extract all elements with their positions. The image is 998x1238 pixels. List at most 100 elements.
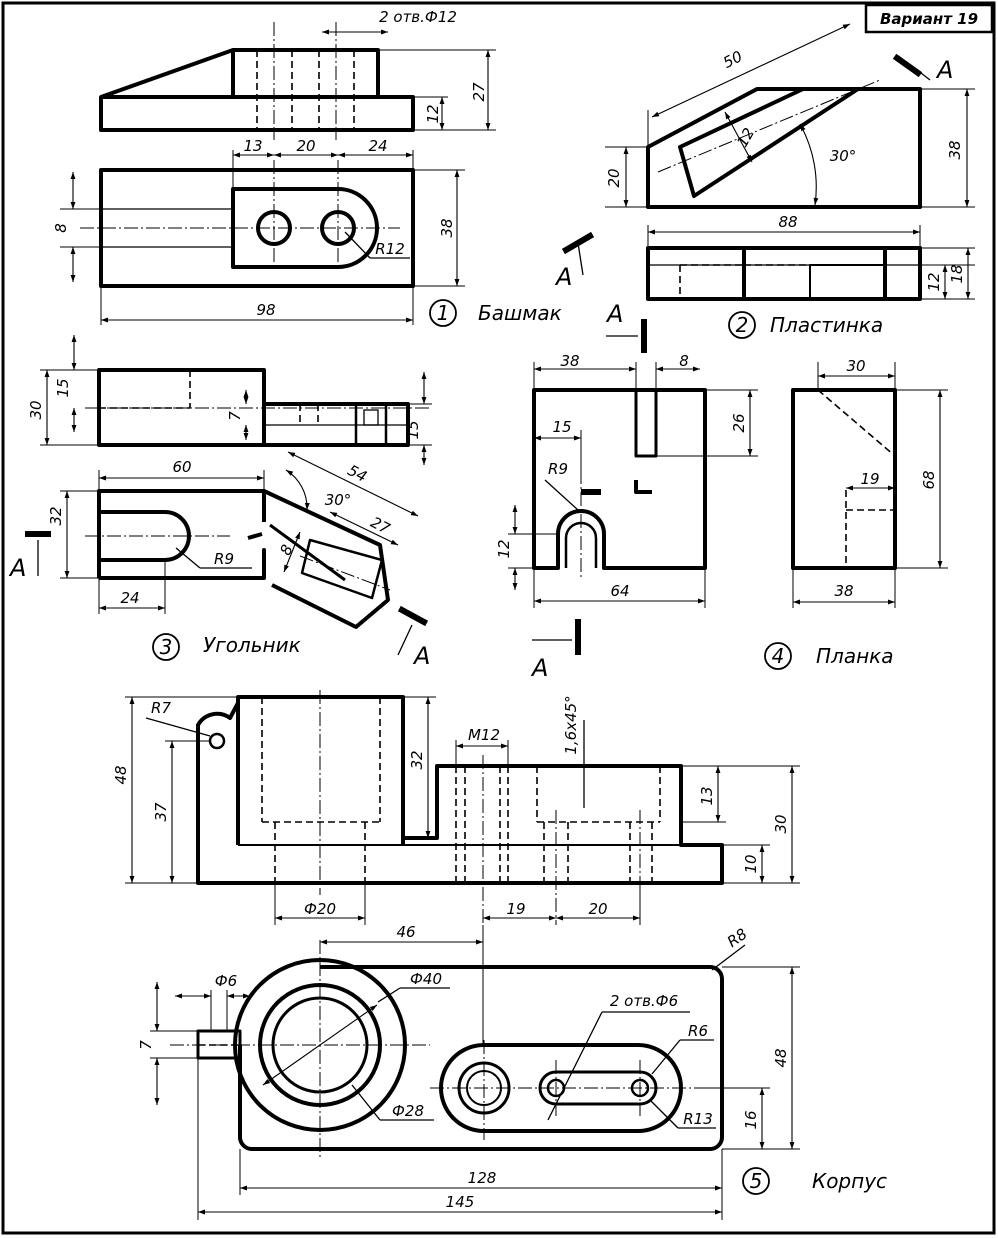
part2-dim-12 bbox=[724, 111, 753, 163]
part5-korpus: 48 37 R7 32 M12 1,6х45° 13 30 10 bbox=[112, 690, 887, 1220]
part2-top-outline bbox=[646, 246, 922, 301]
part3-dim-8-text: 8 bbox=[276, 542, 296, 558]
part5-dim-d40-line bbox=[262, 1004, 378, 1086]
part1-dim-27-text: 27 bbox=[470, 82, 488, 102]
part5-dim-chamfer-text: 1,6х45° bbox=[562, 695, 580, 754]
part4-name: Планка bbox=[816, 644, 894, 668]
part4-dim-19-text: 19 bbox=[860, 470, 879, 488]
part5-dim-r6-text: R6 bbox=[688, 1022, 708, 1040]
part5-top-outline bbox=[238, 965, 724, 1151]
part2-plastinka: 50 12 30° 20 38 A bbox=[554, 23, 975, 339]
part1-boss-outline bbox=[231, 187, 379, 269]
part3-dim-angle bbox=[285, 469, 310, 511]
part2-slot-visible bbox=[809, 264, 886, 300]
part3-top-view: 60 54 30° 27 8 32 R9 24 A A bbox=[8, 451, 430, 670]
part1-front-view: 2 отв.Ф12 27 12 bbox=[99, 8, 496, 140]
part5-dim-r8-text: R8 bbox=[724, 925, 751, 951]
leader-line bbox=[145, 717, 211, 737]
part4-section-letter-bottom: A bbox=[530, 654, 548, 682]
part2-dim-50-text: 50 bbox=[720, 47, 745, 72]
part2-name: Пластинка bbox=[770, 313, 883, 337]
part3-front-view: 30 15 7 15 bbox=[27, 335, 432, 465]
part3-dim-30-text: 30 bbox=[27, 400, 45, 419]
part2-front-outline bbox=[646, 87, 922, 209]
part5-dim-m12-text: M12 bbox=[468, 726, 500, 744]
part5-number: 5 bbox=[750, 1169, 763, 1193]
part2-dim-angle-text: 30° bbox=[830, 147, 857, 165]
part4-dim-30-text: 30 bbox=[846, 357, 865, 375]
part1-number: 1 bbox=[437, 301, 450, 325]
part1-name: Башмак bbox=[478, 301, 562, 325]
part2-section-arrow bbox=[911, 65, 931, 81]
part5-top-view: 46 R8 Ф6 Ф40 7 2 отв.Ф6 R6 R13 bbox=[137, 923, 800, 1220]
part4-dim-15-text: 15 bbox=[552, 418, 571, 436]
part5-dim-d28-text: Ф28 bbox=[392, 1102, 424, 1120]
part3-dim-32-text: 32 bbox=[47, 506, 65, 525]
part5-dim-d6-text: Ф6 bbox=[215, 972, 237, 990]
part5-dim-20-text: 20 bbox=[588, 900, 607, 918]
part3-dim-r9-text: R9 bbox=[214, 550, 234, 568]
part1-bashmak: 2 отв.Ф12 27 12 13 20 bbox=[52, 8, 562, 327]
part3-section-letter-left: A bbox=[8, 554, 26, 582]
part5-dim-48-text: 48 bbox=[112, 765, 130, 784]
part5-dim-d20-text: Ф20 bbox=[304, 900, 336, 918]
part4-front-view: 38 8 15 R9 26 12 64 A bbox=[495, 300, 758, 682]
part1-top-view: 13 20 24 8 38 R12 98 bbox=[52, 137, 465, 325]
part2-section-letter-left: A bbox=[554, 263, 572, 291]
part5-dim-37-text: 37 bbox=[152, 802, 170, 822]
part5-dim-holes-text: 2 отв.Ф6 bbox=[610, 992, 678, 1010]
part3-dim-27 bbox=[329, 511, 399, 546]
part4-section-letter-top: A bbox=[605, 300, 623, 328]
variant-box bbox=[864, 3, 994, 34]
part1-dim-r12-text: R12 bbox=[375, 240, 405, 258]
part4-planka: 38 8 15 R9 26 12 64 A bbox=[495, 300, 948, 682]
part3-arm-slot bbox=[300, 538, 384, 600]
part5-name: Корпус bbox=[812, 1169, 887, 1193]
leader-line bbox=[544, 479, 579, 511]
leader-line bbox=[711, 944, 746, 971]
part1-dim-12-text: 12 bbox=[424, 104, 442, 123]
part1-dim-20-text: 20 bbox=[296, 137, 315, 155]
part2-top-view: 88 12 18 bbox=[646, 213, 975, 301]
part5-dim-r13-text: R13 bbox=[683, 1110, 713, 1128]
part4-dim-64-text: 64 bbox=[610, 582, 629, 600]
part4-dim-68-text: 68 bbox=[920, 470, 938, 489]
part3-top-slot bbox=[99, 510, 191, 562]
part2-section-mark bbox=[892, 53, 923, 78]
part5-dim-32-text: 32 bbox=[408, 750, 426, 769]
part4-tick bbox=[634, 480, 652, 494]
part2-dim-88-text: 88 bbox=[778, 213, 797, 231]
part3-dim-7-text: 7 bbox=[226, 411, 244, 421]
part4-dim-8-text: 8 bbox=[679, 352, 689, 370]
part5-small-hole bbox=[208, 732, 226, 750]
part4-dim-r9-text: R9 bbox=[548, 460, 568, 478]
part5-front-outline bbox=[196, 695, 724, 885]
part4-number: 4 bbox=[772, 644, 785, 668]
part5-number-circle bbox=[742, 1167, 770, 1195]
part5-dim-48b-text: 48 bbox=[772, 1048, 790, 1067]
part4-side-outline bbox=[791, 388, 897, 570]
part5-dim-145-text: 145 bbox=[446, 1193, 475, 1211]
part5-dim-13-text: 13 bbox=[698, 786, 716, 805]
part3-section-mark-right bbox=[397, 605, 429, 627]
part2-dim-38-text: 38 bbox=[946, 140, 964, 159]
part2-slot-outline bbox=[678, 87, 860, 198]
part3-dim-27-text: 27 bbox=[368, 513, 394, 538]
part1-dim-24-text: 24 bbox=[368, 137, 387, 155]
part5-boss-oblong bbox=[439, 1043, 683, 1133]
leader-line bbox=[344, 231, 371, 259]
part2-front-view: 50 12 30° 20 38 A bbox=[605, 23, 975, 209]
part5-dim-30-text: 30 bbox=[772, 814, 790, 833]
part3-section-letter-right: A bbox=[412, 642, 430, 670]
part3-top-outline-arm bbox=[263, 489, 390, 629]
part5-dim-19-text: 19 bbox=[506, 900, 525, 918]
part5-front-view: 48 37 R7 32 M12 1,6х45° 13 30 10 bbox=[112, 690, 800, 925]
part1-dim-8-text: 8 bbox=[52, 223, 70, 233]
variant-label: Вариант 19 bbox=[880, 10, 978, 28]
part3-slot-inner bbox=[363, 409, 379, 426]
leader-line bbox=[651, 1039, 681, 1075]
part3-slot bbox=[354, 402, 388, 447]
part3-top-outline-left bbox=[97, 489, 266, 580]
